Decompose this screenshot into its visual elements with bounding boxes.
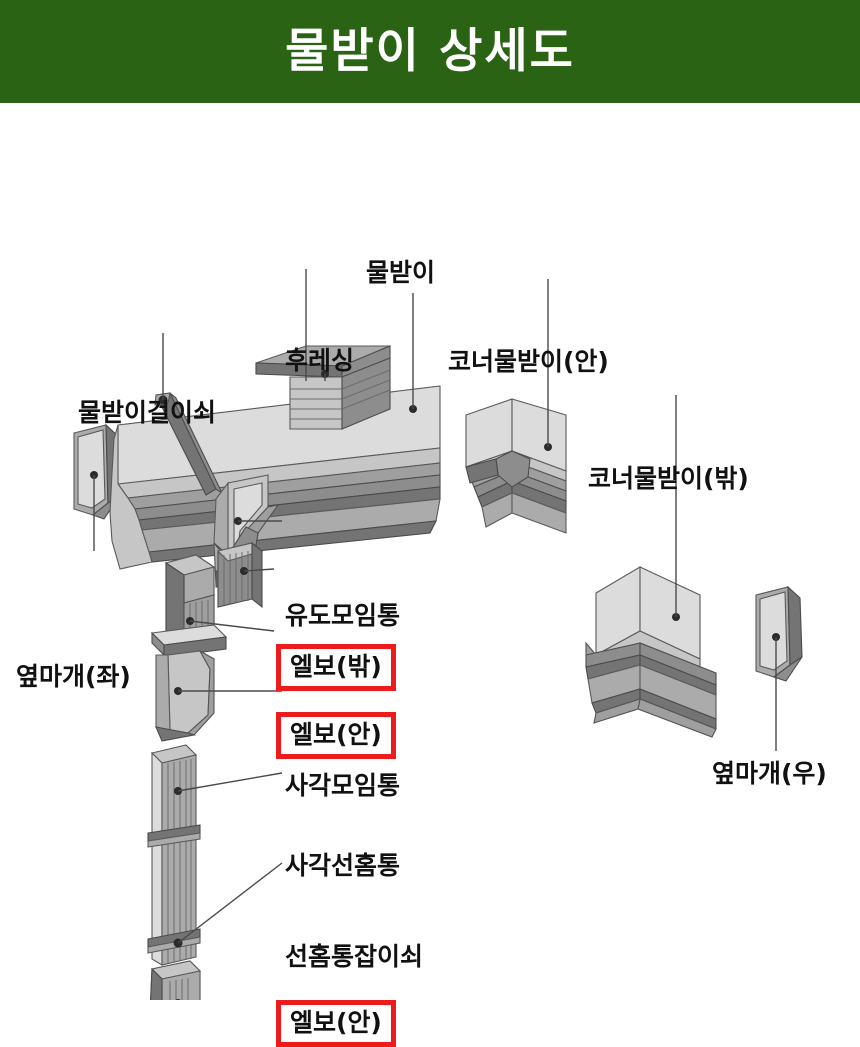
- part-downspout-bracket-mid: [147, 824, 201, 848]
- label-end-cap-left: 옆마개(좌): [16, 662, 131, 691]
- label-downspout-bracket: 선홈통잡이쇠: [285, 942, 424, 971]
- label-end-cap-right: 옆마개(우): [712, 759, 827, 788]
- part-flashing: [255, 345, 391, 430]
- leader-elbow-in-upper: [189, 620, 275, 632]
- label-square-downspout: 사각선홈통: [285, 851, 401, 880]
- label-corner-gutter-outside: 코너물받이(밖): [588, 464, 749, 493]
- diagram-stage: .m1{fill:#dcdcdc;stroke:#5a5a5a;stroke-w…: [0, 103, 860, 1047]
- part-corner-gutter-outside: [585, 566, 717, 738]
- leader-downspout-bracket: [177, 862, 283, 944]
- part-corner-gutter-inside: [465, 398, 567, 534]
- leader-elbow-out: [243, 568, 275, 572]
- label-gutter-hanger: 물받이걸이쇠: [78, 398, 217, 427]
- leader-square-downspout: [177, 772, 283, 792]
- label-funnel-box: 유도모임통: [285, 601, 401, 630]
- label-square-box: 사각모임통: [285, 771, 401, 800]
- label-gutter: 물받이: [366, 258, 436, 287]
- page-title: 물받이 상세도: [285, 24, 575, 79]
- part-elbow-in-lower: [150, 960, 202, 1000]
- page-header-banner: 물받이 상세도: [0, 0, 860, 103]
- label-elbow-in-lower: 엘보(안): [276, 1000, 396, 1047]
- exploded-assembly-illustration: .m1{fill:#dcdcdc;stroke:#5a5a5a;stroke-w…: [73, 269, 803, 1000]
- part-end-cap-left: [73, 423, 121, 520]
- label-elbow-out: 엘보(밖): [276, 644, 396, 691]
- label-corner-gutter-inside: 코너물받이(안): [448, 347, 609, 376]
- label-elbow-in-upper: 엘보(안): [276, 712, 396, 759]
- label-flashing: 후레싱: [285, 346, 355, 375]
- part-end-cap-right: [755, 585, 803, 682]
- part-elbow-out: [216, 541, 264, 609]
- part-square-downspout: [150, 744, 198, 966]
- part-square-box: [150, 624, 228, 742]
